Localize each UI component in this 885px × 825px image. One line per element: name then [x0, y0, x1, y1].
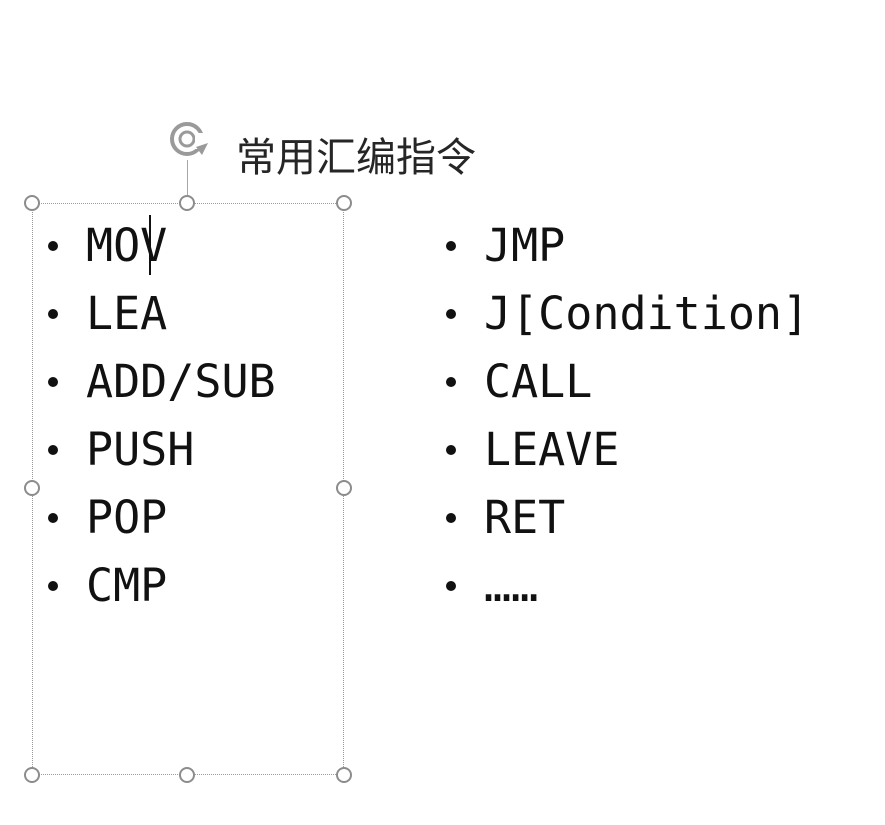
list-item-label[interactable]: JMP [484, 219, 566, 272]
bullet-dot-icon [48, 309, 58, 319]
rotate-handle-stem [187, 160, 188, 200]
resize-handle-top-left[interactable] [24, 195, 40, 211]
list-item[interactable]: RET [446, 484, 809, 552]
list-item-label[interactable]: …… [484, 559, 539, 612]
list-item[interactable]: ADD/SUB [48, 348, 276, 416]
bullet-dot-icon [446, 445, 456, 455]
bullet-dot-icon [48, 581, 58, 591]
list-item-label[interactable]: LEAVE [484, 423, 620, 476]
bullet-dot-icon [48, 513, 58, 523]
bullet-dot-icon [446, 513, 456, 523]
list-item-label[interactable]: ADD/SUB [86, 355, 276, 408]
bullet-dot-icon [446, 309, 456, 319]
list-item-label[interactable]: J[Condition] [484, 287, 810, 340]
list-item[interactable]: …… [446, 552, 809, 620]
resize-handle-top-right[interactable] [336, 195, 352, 211]
bullet-dot-icon [446, 377, 456, 387]
bullet-dot-icon [48, 377, 58, 387]
slide-title[interactable]: 常用汇编指令 [236, 135, 476, 181]
list-item[interactable]: PUSH [48, 416, 276, 484]
bullet-dot-icon [48, 445, 58, 455]
list-item-label[interactable]: RET [484, 491, 566, 544]
list-item-label[interactable]: POP [86, 491, 168, 544]
resize-handle-middle-right[interactable] [336, 480, 352, 496]
bullet-dot-icon [48, 241, 58, 251]
list-item[interactable]: POP [48, 484, 276, 552]
list-item-label[interactable]: CALL [484, 355, 593, 408]
resize-handle-bottom-left[interactable] [24, 767, 40, 783]
rotate-handle-icon[interactable] [167, 119, 211, 163]
right-instruction-list[interactable]: JMP J[Condition] CALL LEAVE RET …… [446, 212, 809, 620]
list-item-label[interactable]: PUSH [86, 423, 195, 476]
resize-handle-top-center[interactable] [179, 195, 195, 211]
list-item-label[interactable]: LEA [86, 287, 168, 340]
left-instruction-list[interactable]: MOV LEA ADD/SUB PUSH POP CMP [48, 212, 276, 620]
list-item[interactable]: CMP [48, 552, 276, 620]
list-item[interactable]: LEA [48, 280, 276, 348]
list-item[interactable]: JMP [446, 212, 809, 280]
resize-handle-bottom-center[interactable] [179, 767, 195, 783]
resize-handle-bottom-right[interactable] [336, 767, 352, 783]
text-cursor [149, 215, 151, 275]
list-item[interactable]: LEAVE [446, 416, 809, 484]
bullet-dot-icon [446, 581, 456, 591]
list-item[interactable]: J[Condition] [446, 280, 809, 348]
list-item-label[interactable]: MOV [86, 219, 168, 272]
list-item-label[interactable]: CMP [86, 559, 168, 612]
resize-handle-middle-left[interactable] [24, 480, 40, 496]
list-item[interactable]: CALL [446, 348, 809, 416]
bullet-dot-icon [446, 241, 456, 251]
list-item[interactable]: MOV [48, 212, 276, 280]
